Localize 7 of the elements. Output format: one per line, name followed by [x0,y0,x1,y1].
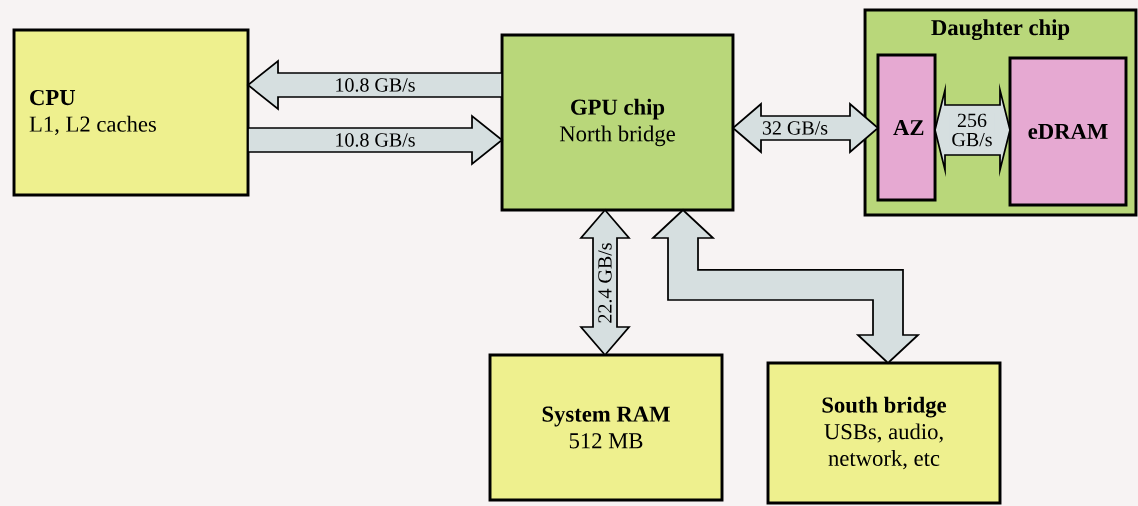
edge-label: 256 GB/s [949,112,995,148]
chip-box: AZ [876,53,937,202]
chip-box: South bridge USBs, audio, network, etc [766,361,1002,505]
chip-box: GPU chip North bridge [500,33,735,212]
chip-box: System RAM 512 MB [488,353,724,502]
chip-box: CPU L1, L2 caches [12,28,250,197]
chip-box: eDRAM [1008,56,1128,207]
